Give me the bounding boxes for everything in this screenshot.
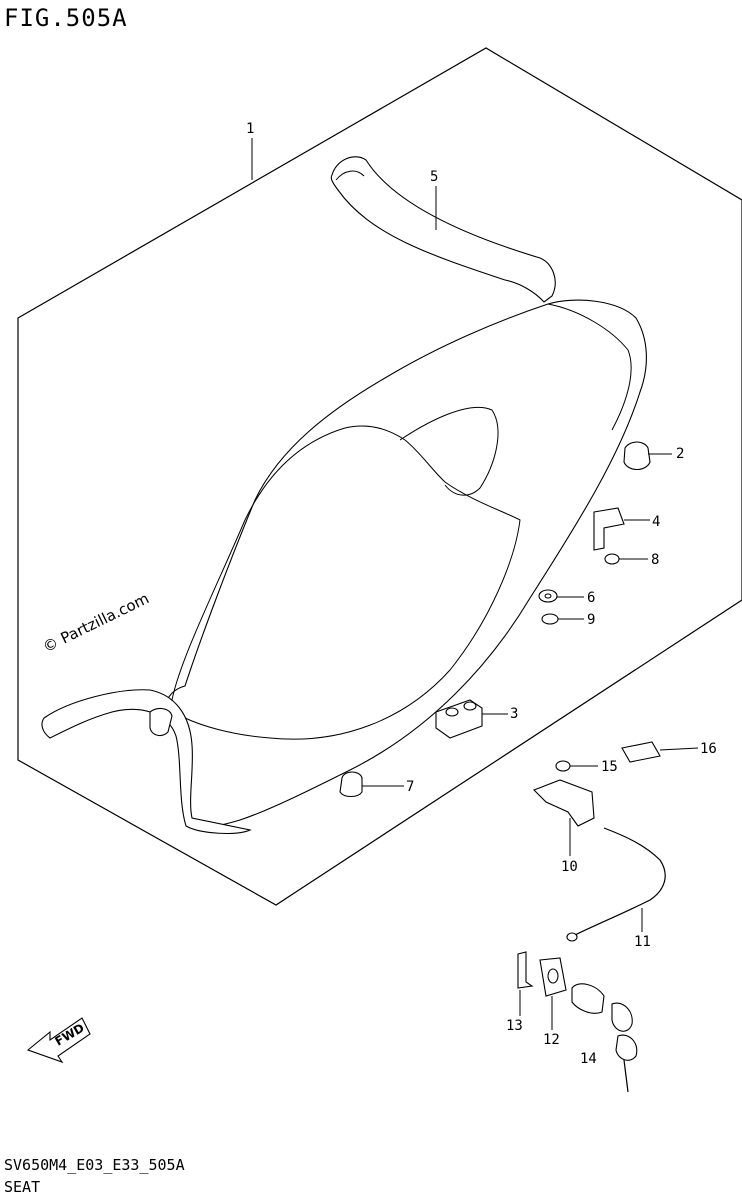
- figure-title: FIG.505A: [4, 4, 128, 32]
- seat-front-hook: [41, 689, 252, 834]
- clip-part-13: [517, 951, 534, 989]
- nut-part-15: [555, 760, 571, 772]
- plate-hole: [547, 968, 559, 984]
- seat-strap-edge: [335, 170, 365, 181]
- callout-7: 7: [406, 779, 414, 795]
- key-blade: [623, 1059, 629, 1093]
- callout-9: 9: [587, 612, 595, 628]
- nut-part-8: [604, 553, 620, 565]
- callout-13: 13: [506, 1018, 523, 1034]
- damper-part-7: [339, 771, 363, 798]
- seat-lock-cable-part-11: [574, 827, 666, 936]
- callout-2: 2: [676, 446, 684, 462]
- callout-15: 15: [601, 759, 618, 775]
- bracket-part-4: [593, 507, 625, 551]
- seat-strap: [330, 156, 556, 303]
- cable-end-part-11: [566, 932, 578, 942]
- seat-rear-edge: [547, 303, 632, 431]
- key-head-b: [615, 1034, 638, 1061]
- assembly-boundary: [17, 47, 742, 906]
- figure-name: SEAT: [4, 1178, 41, 1196]
- nut-part-9: [541, 613, 559, 625]
- lock-bracket-part-10: [533, 779, 595, 827]
- figure-code: SV650M4_E03_E33_505A: [4, 1156, 185, 1174]
- leader-16: [659, 747, 699, 751]
- seat-passenger-hump: [399, 406, 499, 496]
- callout-11: 11: [634, 934, 651, 950]
- cushion-part-2: [623, 441, 651, 471]
- forward-arrow-icon: [26, 1017, 91, 1064]
- callout-16: 16: [700, 741, 717, 757]
- callout-14: 14: [580, 1051, 597, 1067]
- callout-1: 1: [246, 121, 254, 137]
- callout-8: 8: [651, 552, 659, 568]
- washer-hole: [544, 593, 552, 599]
- lock-cylinder-part-14: [571, 983, 605, 1014]
- cushion-block-knob-b: [463, 701, 477, 711]
- plate-part-12: [539, 957, 567, 997]
- callout-10: 10: [561, 859, 578, 875]
- callout-4: 4: [652, 514, 660, 530]
- seat-body: [164, 299, 647, 829]
- callout-3: 3: [510, 706, 518, 722]
- seat-front-tab: [149, 707, 173, 737]
- seat-rider-pad: [171, 425, 521, 740]
- callout-5: 5: [430, 169, 438, 185]
- washer-part-6: [538, 589, 558, 603]
- callout-12: 12: [543, 1032, 560, 1048]
- cushion-block-knob-a: [445, 707, 459, 717]
- key-head-a: [611, 1002, 633, 1032]
- callout-6: 6: [587, 590, 595, 606]
- label-part-16: [621, 741, 661, 763]
